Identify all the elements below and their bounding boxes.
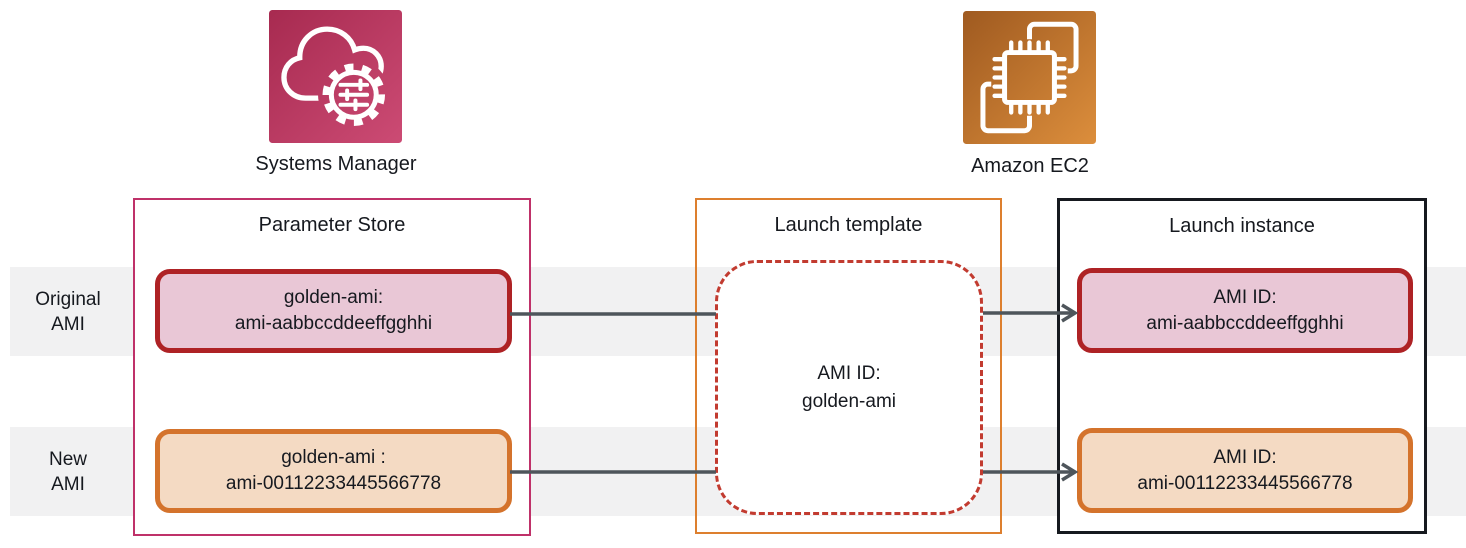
systems-manager-icon bbox=[269, 10, 402, 143]
launch-template-box: Launch template bbox=[695, 198, 1002, 534]
launch-instance-title: Launch instance bbox=[1169, 215, 1315, 237]
amazon-ec2-label: Amazon EC2 bbox=[971, 155, 1089, 177]
row-label-line: AMI bbox=[51, 473, 85, 495]
template-ami-line: golden-ami bbox=[802, 390, 896, 412]
parameter-value: ami-aabbccddeeffgghhi bbox=[234, 313, 433, 334]
instance-ami-original: AMI ID: ami-aabbccddeeffgghhi bbox=[1077, 268, 1413, 353]
parameter-store-title: Parameter Store bbox=[258, 214, 406, 236]
parameter-value: ami-00112233445566778 bbox=[225, 473, 442, 494]
instance-ami-value: ami-00112233445566778 bbox=[1137, 472, 1353, 494]
row-label-line: New bbox=[48, 448, 87, 470]
launch-template-title: Launch template bbox=[774, 214, 923, 236]
parameter-name: golden-ami: bbox=[283, 287, 384, 308]
template-ami-line: AMI ID: bbox=[817, 362, 881, 384]
row-label-line: Original bbox=[35, 288, 101, 310]
row-label-new-ami: New AMI bbox=[10, 427, 126, 516]
instance-ami-value: ami-aabbccddeeffgghhi bbox=[1146, 312, 1344, 334]
amazon-ec2-icon bbox=[963, 11, 1096, 144]
launch-template-ami-node: AMI ID: golden-ami bbox=[715, 260, 983, 515]
instance-ami-label: AMI ID: bbox=[1213, 446, 1277, 468]
instance-ami-new: AMI ID: ami-00112233445566778 bbox=[1077, 428, 1413, 513]
instance-ami-label: AMI ID: bbox=[1213, 286, 1277, 308]
row-label-original-ami: Original AMI bbox=[10, 267, 126, 356]
parameter-golden-ami-original: golden-ami: ami-aabbccddeeffgghhi bbox=[155, 269, 512, 353]
parameter-name: golden-ami : bbox=[281, 447, 386, 468]
parameter-golden-ami-new: golden-ami : ami-00112233445566778 bbox=[155, 429, 512, 513]
systems-manager-label: Systems Manager bbox=[255, 153, 417, 175]
row-label-line: AMI bbox=[51, 313, 85, 335]
